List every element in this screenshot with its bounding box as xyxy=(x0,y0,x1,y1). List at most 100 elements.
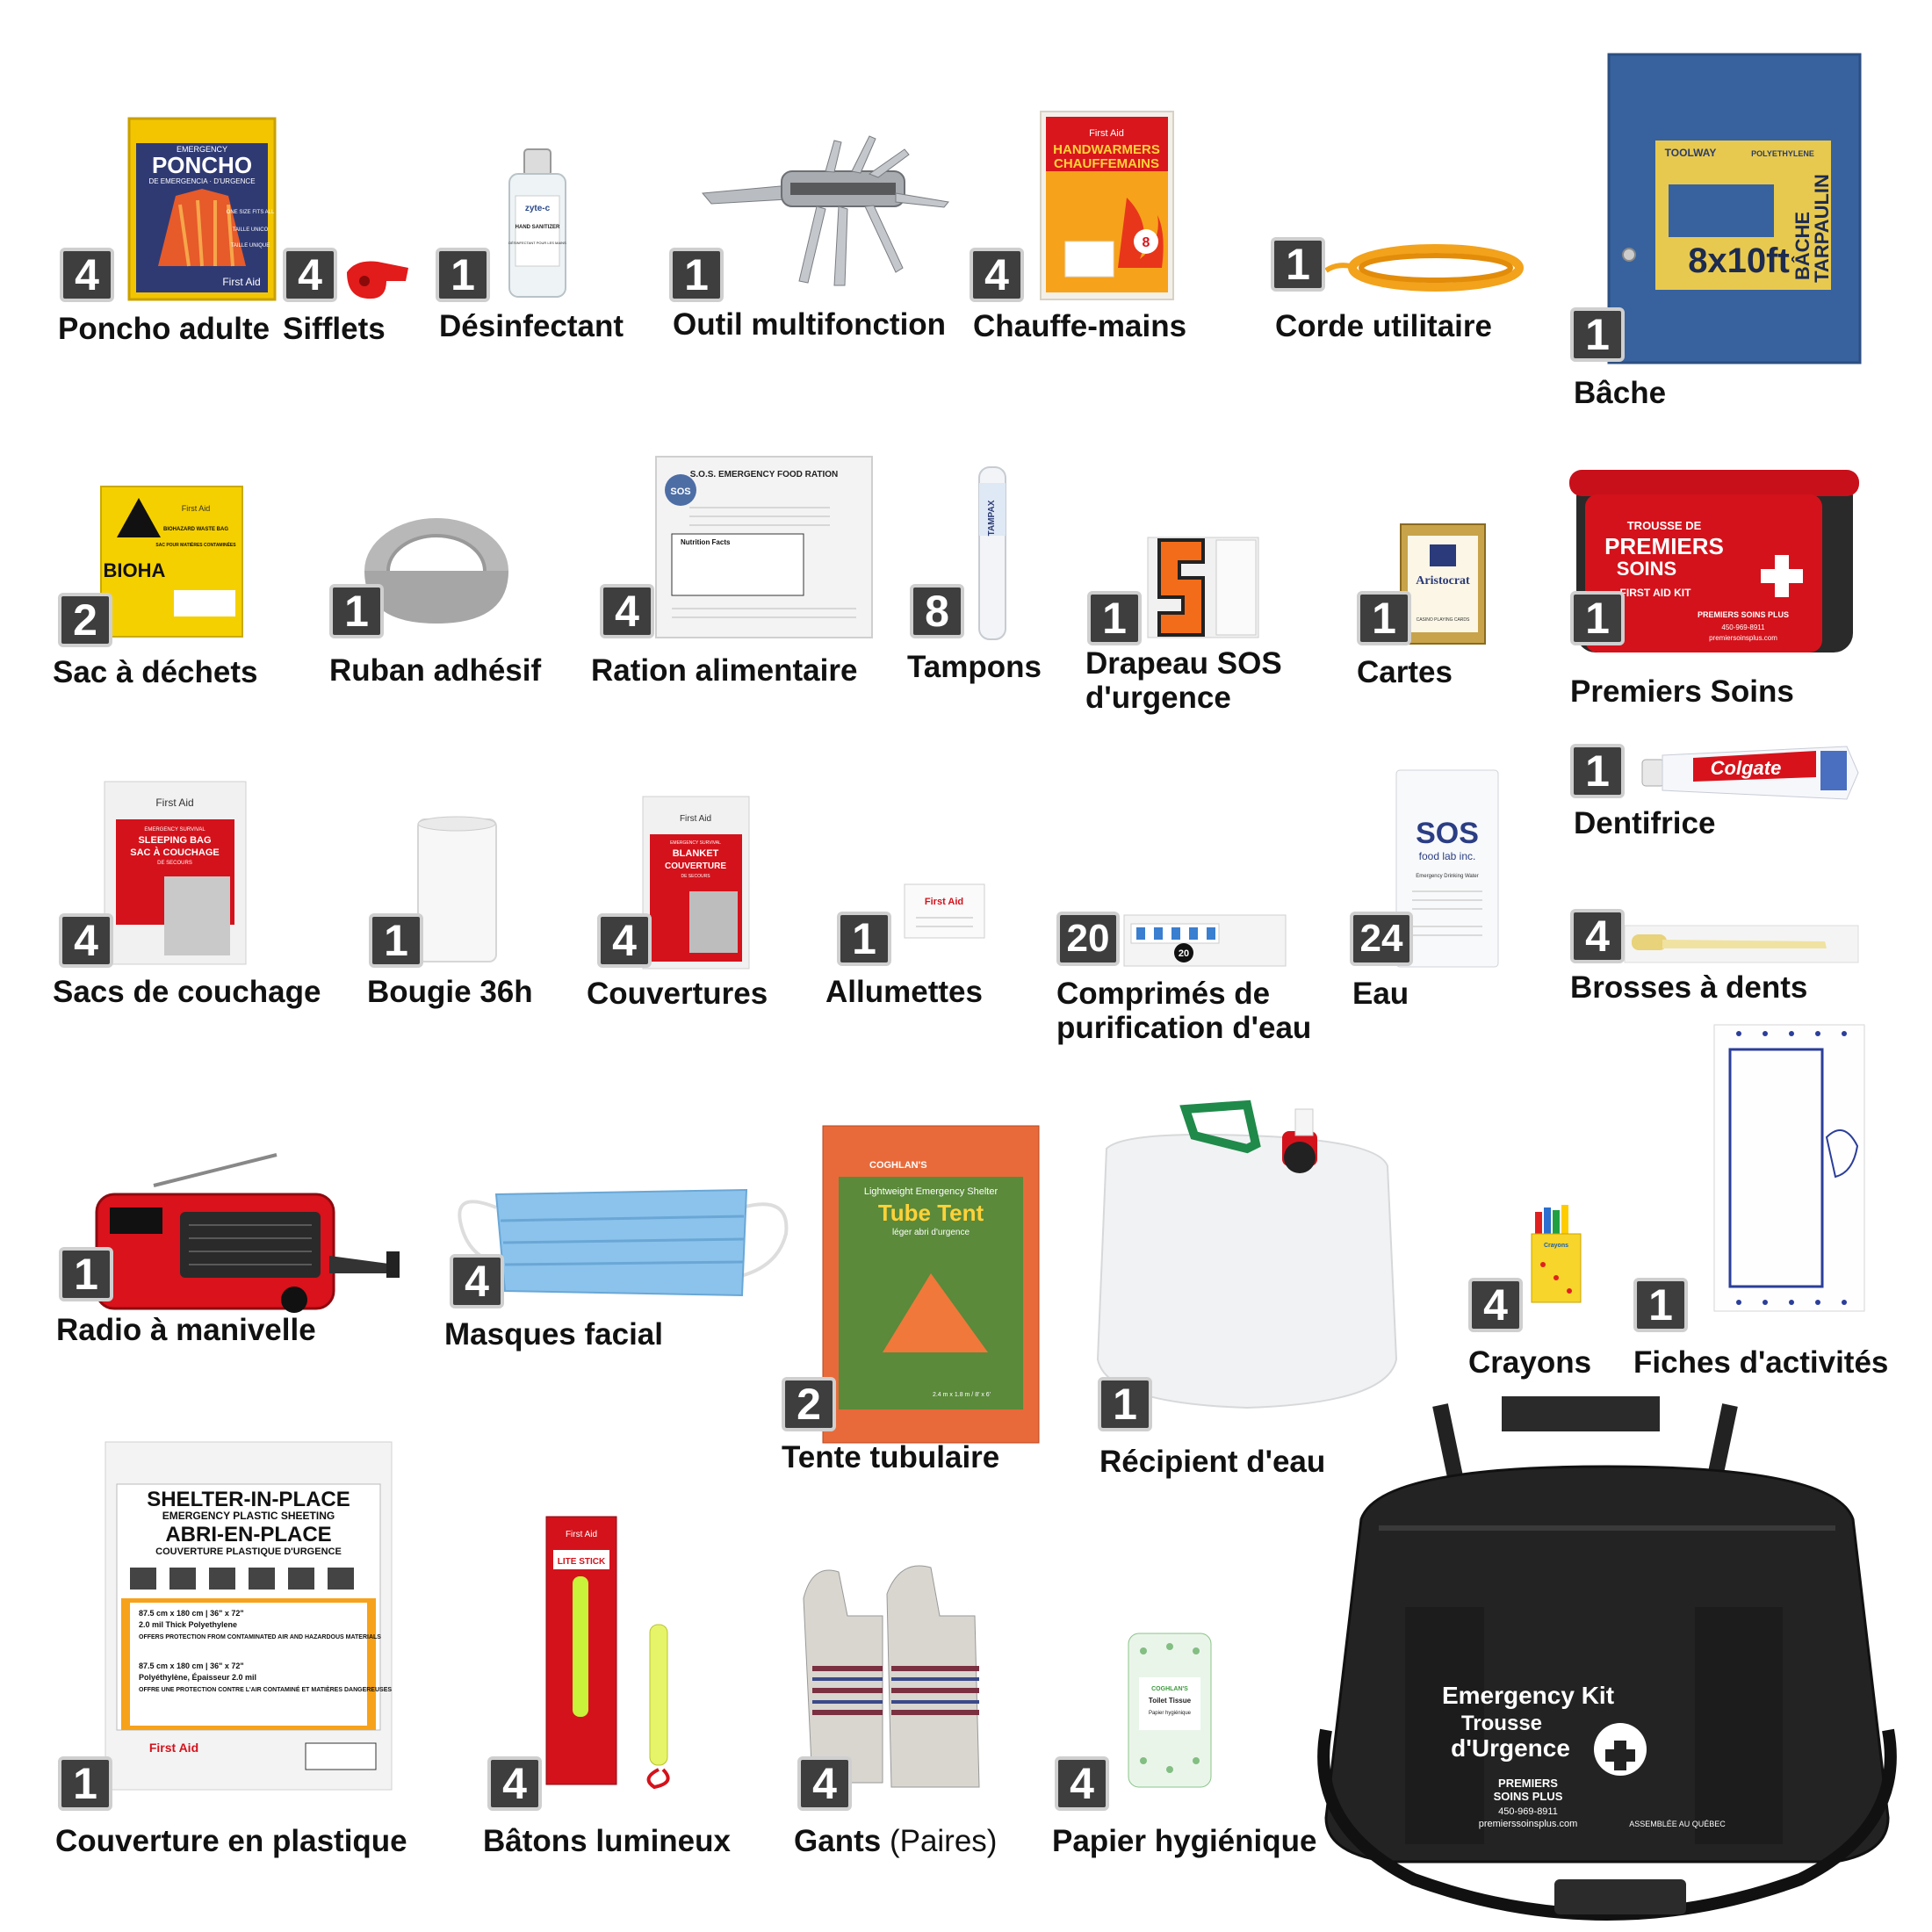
blanket-text-2: BLANKET xyxy=(673,848,719,859)
poncho-package-image: EMERGENCY PONCHO DE EMERGENCIA · D'URGEN… xyxy=(127,117,277,301)
sanitizer-qty-badge: 1 xyxy=(436,248,490,302)
foodration-label: Ration alimentaire xyxy=(591,653,858,688)
multitool-image xyxy=(702,135,949,286)
sleepingbag-text-2: SLEEPING BAG xyxy=(138,835,211,846)
cards-brand: Aristocrat xyxy=(1416,574,1470,588)
sanitizer-bottle-image: zyte-c HAND SANITIZER DÉSINFECTANT POUR … xyxy=(508,148,566,298)
blanket-text-1: EMERGENCY SURVIVAL xyxy=(670,840,721,846)
watercontainer-qty-badge: 1 xyxy=(1098,1377,1152,1431)
plasticsheet-spec-1: 87.5 cm x 180 cm | 36" x 72" xyxy=(139,1609,244,1618)
tarp-title-fr: BÂCHE xyxy=(1791,212,1813,280)
water-label: Eau xyxy=(1352,977,1409,1011)
plasticsheet-spec-4: 87.5 cm x 180 cm | 36" x 72" xyxy=(139,1662,244,1670)
tape-label: Ruban adhésif xyxy=(329,653,542,688)
crayons-label: Crayons xyxy=(1468,1345,1592,1380)
sleepingbag-text-1: EMERGENCY SURVIVAL xyxy=(144,827,205,833)
poncho-tag-size2: TAILLE UNICO xyxy=(233,227,269,233)
water-brand-sub: food lab inc. xyxy=(1419,850,1476,862)
plasticsheet-spec-6: OFFRE UNE PROTECTION CONTRE L'AIR CONTAM… xyxy=(139,1685,392,1693)
sleepingbag-label: Sacs de couchage xyxy=(53,975,321,1009)
glowsticks-label: Bâtons lumineux xyxy=(483,1824,731,1858)
tape-qty-badge: 1 xyxy=(329,584,384,638)
tubetent-subtitle-fr: léger abri d'urgence xyxy=(892,1228,970,1237)
blanket-image: First Aid EMERGENCY SURVIVAL BLANKET COU… xyxy=(642,796,750,970)
sosflag-label-line2: d'urgence xyxy=(1085,681,1231,716)
poncho-tag-size3: TAILLE UNIQUE xyxy=(231,243,270,249)
tampon-brand: TAMPAX xyxy=(987,500,997,536)
toothpaste-label: Dentifrice xyxy=(1574,806,1716,840)
firstaid-text-kit: FIRST AID KIT xyxy=(1620,587,1692,599)
rope-qty-badge: 1 xyxy=(1271,237,1325,292)
handwarmers-qty-badge: 4 xyxy=(970,248,1024,302)
rope-label: Corde utilitaire xyxy=(1275,309,1492,343)
sosflag-qty-badge: 1 xyxy=(1087,591,1142,645)
tarp-brand: TOOLWAY xyxy=(1665,147,1717,159)
toothpaste-qty-badge: 1 xyxy=(1570,744,1625,798)
gloves-label-note: (Paires) xyxy=(889,1824,998,1858)
wastebag-qty-badge: 2 xyxy=(58,593,112,647)
poncho-qty-badge: 4 xyxy=(60,248,114,302)
tarp-qty-badge: 1 xyxy=(1570,307,1625,362)
tubetent-title: Tube Tent xyxy=(878,1200,984,1226)
glowsticks-qty-badge: 4 xyxy=(487,1756,542,1811)
bag-text-premiers: PREMIERS xyxy=(1498,1777,1558,1790)
tubetent-size: 2.4 m x 1.8 m / 8' x 6' xyxy=(933,1392,991,1398)
plasticsheet-spec-2: 2.0 mil Thick Polyethylene xyxy=(139,1620,237,1629)
gloves-label-text: Gants xyxy=(794,1824,882,1858)
candle-image xyxy=(417,816,497,962)
glowsticks-image: First Aid LITE STICK xyxy=(545,1516,670,1790)
purification-label-line1: Comprimés de xyxy=(1056,977,1271,1011)
plasticsheet-subtitle-fr: COUVERTURE PLASTIQUE D'URGENCE xyxy=(155,1546,342,1557)
foodration-title: S.O.S. EMERGENCY FOOD RATION xyxy=(690,470,839,479)
sleepingbag-image: First Aid EMERGENCY SURVIVAL SLEEPING BA… xyxy=(104,781,247,965)
bag-text-urgence: d'Urgence xyxy=(1451,1734,1570,1762)
watercontainer-label: Récipient d'eau xyxy=(1099,1445,1326,1479)
wastebag-text-fr: SAC POUR MATIÈRES CONTAMINÉES xyxy=(155,541,236,548)
radio-qty-badge: 1 xyxy=(59,1247,113,1301)
masks-label: Masques facial xyxy=(444,1317,663,1352)
plasticsheet-spec-5: Polyéthylène, Épaisseur 2.0 mil xyxy=(139,1673,256,1682)
candle-label: Bougie 36h xyxy=(367,975,533,1009)
firstaid-text-premiers: PREMIERS xyxy=(1604,533,1724,559)
glowstick-product: LITE STICK xyxy=(558,1557,606,1567)
plasticsheet-subtitle-en: EMERGENCY PLASTIC SHEETING xyxy=(162,1510,335,1522)
crayons-qty-badge: 4 xyxy=(1468,1278,1523,1332)
water-description: Emergency Drinking Water xyxy=(1416,874,1478,879)
cards-qty-badge: 1 xyxy=(1357,591,1411,645)
toiletpaper-qty-badge: 4 xyxy=(1055,1756,1109,1811)
water-container-image xyxy=(1096,1099,1398,1409)
whistle-image xyxy=(347,261,408,299)
handwarmers-brand: First Aid xyxy=(1089,128,1124,139)
tarp-size: 8x10ft xyxy=(1688,242,1790,280)
plasticsheet-brand: First Aid xyxy=(149,1741,198,1755)
toilet-paper-image: COGHLAN'S Toilet Tissue Papier hygiéniqu… xyxy=(1128,1633,1212,1788)
sanitizer-text-fr: DÉSINFECTANT POUR LES MAINS xyxy=(508,241,566,245)
plastic-sheeting-image: SHELTER-IN-PLACE EMERGENCY PLASTIC SHEET… xyxy=(105,1441,393,1791)
bag-text-url: premierssoinsplus.com xyxy=(1479,1819,1577,1829)
foodration-nutrition: Nutrition Facts xyxy=(681,538,731,546)
sleepingbag-qty-badge: 4 xyxy=(59,913,113,968)
blankets-label: Couvertures xyxy=(587,977,768,1011)
toothpaste-image: Colgate xyxy=(1641,746,1859,800)
plasticsheet-qty-badge: 1 xyxy=(58,1756,112,1811)
toiletpaper-text-fr: Papier hygiénique xyxy=(1149,1711,1192,1716)
water-brand: SOS xyxy=(1416,817,1479,850)
toiletpaper-brand: COGHLAN'S xyxy=(1151,1686,1188,1692)
handwarmers-title-en: HANDWARMERS xyxy=(1053,142,1160,157)
tarp-material: POLYETHYLENE xyxy=(1751,149,1814,158)
handwarmers-title-fr: CHAUFFEMAINS xyxy=(1054,156,1159,171)
firstaid-kit-image: TROUSSE DE PREMIERS SOINS FIRST AID KIT … xyxy=(1569,470,1859,652)
poncho-label: Poncho adulte xyxy=(58,312,270,346)
gloves-label: Gants (Paires) xyxy=(794,1824,997,1858)
matches-box-image: First Aid xyxy=(904,883,985,939)
face-mask-image xyxy=(458,1188,789,1297)
tarp-title-en: TARPAULIN xyxy=(1811,174,1833,283)
foodration-logo: SOS xyxy=(670,487,690,497)
toothpaste-brand: Colgate xyxy=(1711,757,1782,779)
tampons-qty-badge: 8 xyxy=(910,584,964,638)
toiletpaper-text-en: Toilet Tissue xyxy=(1149,1697,1192,1705)
purification-label-line2: purification d'eau xyxy=(1056,1011,1312,1046)
handwarmers-label: Chauffe-mains xyxy=(973,309,1187,343)
cards-label: Cartes xyxy=(1357,655,1453,689)
cards-sub: CASINO PLAYING CARDS xyxy=(1417,617,1470,623)
